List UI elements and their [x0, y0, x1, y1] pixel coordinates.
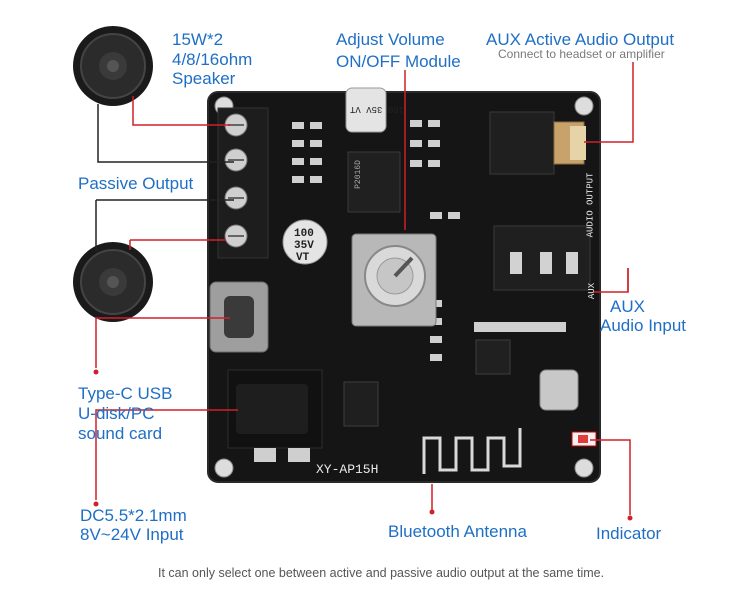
aux-output-label: AUX Active Audio Output	[486, 30, 675, 49]
aux-input-label-line1: AUX	[610, 297, 645, 316]
speaker-label-line3: Speaker	[172, 69, 236, 88]
screw-terminal	[217, 107, 269, 259]
smd-components	[292, 120, 460, 361]
leader-markers	[93, 369, 633, 521]
audio-jack-icon	[493, 225, 591, 291]
ic-chip	[475, 339, 511, 375]
capacitor-label: 100	[294, 228, 314, 240]
dc-input-label-line1: DC5.5*2.1mm	[80, 506, 187, 525]
speaker-label-line1: 15W*2	[172, 30, 224, 49]
speaker-label-line2: 4/8/16ohm	[172, 50, 253, 69]
leader-lines	[95, 62, 634, 515]
capacitor	[282, 219, 328, 265]
speaker-icon	[73, 242, 153, 322]
board-model-text: XY-AP15H	[316, 462, 379, 477]
typec-label-line2: U-disk/PC	[78, 404, 155, 423]
dc-jack-icon	[227, 369, 323, 462]
board-aux-text: AUX	[587, 282, 598, 300]
regulator-chip	[343, 381, 379, 427]
capacitor	[345, 87, 387, 133]
footer-note: It can only select one between active an…	[158, 566, 605, 580]
typec-label-line3: sound card	[78, 424, 163, 443]
passive-output-label: Passive Output	[78, 174, 194, 193]
capacitor-label: VT	[296, 252, 310, 264]
indicator-label: Indicator	[596, 524, 662, 543]
volume-knob-icon	[351, 233, 437, 327]
header-pins	[474, 322, 566, 332]
chip-marking: P2016D	[353, 160, 363, 189]
antenna-icon	[422, 428, 522, 474]
volume-label-line2: ON/OFF Module	[336, 52, 461, 71]
capacitor-label: 100 35V VT	[350, 104, 405, 114]
bluetooth-antenna-label: Bluetooth Antenna	[388, 522, 527, 541]
audio-jack-icon	[489, 111, 586, 175]
amplifier-chip	[347, 151, 401, 213]
aux-output-sublabel: Connect to headset or amplifier	[498, 47, 665, 61]
typec-label-line1: Type-C USB	[78, 384, 173, 403]
speaker-icon	[73, 26, 153, 106]
mount-hole	[574, 96, 594, 116]
dc-input-label-line2: 8V~24V Input	[80, 525, 184, 544]
volume-label-line1: Adjust Volume	[336, 30, 445, 49]
board-audio-output-text: AUDIO OUTPUT	[585, 172, 596, 238]
led-icon	[571, 431, 597, 447]
mount-hole	[214, 458, 234, 478]
capacitor-label: 35V	[294, 240, 314, 252]
usb-c-port-icon	[209, 281, 269, 353]
crystal	[539, 369, 579, 411]
mount-hole	[574, 458, 594, 478]
aux-input-label-line2: Audio Input	[600, 316, 687, 335]
